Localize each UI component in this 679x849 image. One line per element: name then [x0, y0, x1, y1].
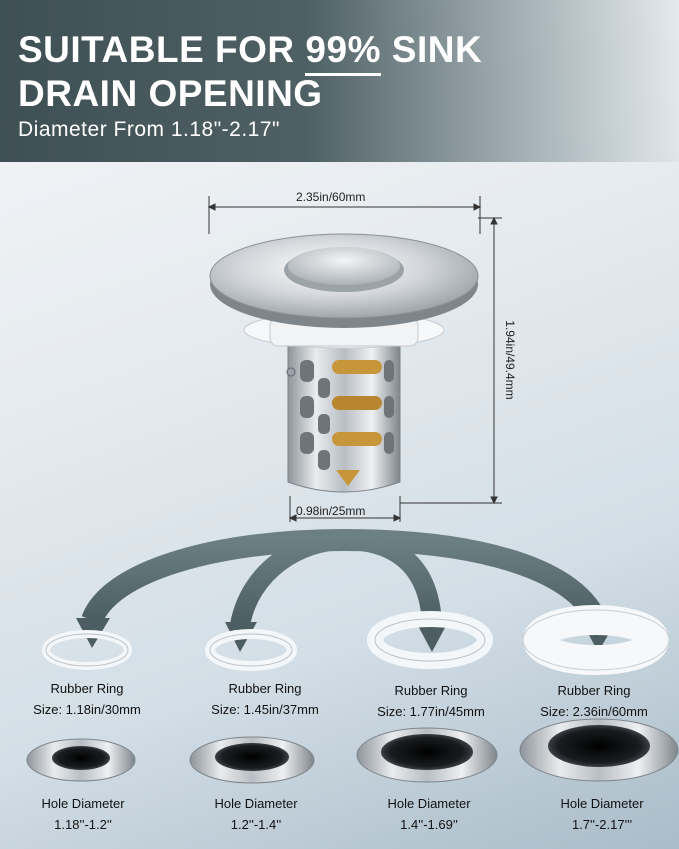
ring-caption-4: Rubber Ring Size: 2.36in/60mm [509, 680, 679, 722]
hole-plates [26, 718, 679, 784]
ring-size: Size: 1.18in/30mm [33, 702, 141, 717]
hole-caption-4: Hole Diameter 1.7''-2.17''' [517, 793, 679, 835]
dimension-height: 1.94in/49.4mm [503, 320, 517, 400]
title-part1: SUITABLE FOR [18, 29, 306, 70]
hole-title: Hole Diameter [387, 796, 471, 811]
dimension-bottom-width: 0.98in/25mm [296, 504, 366, 518]
title-highlight: 99% [305, 29, 381, 76]
strainer-basket [286, 344, 401, 493]
ring-caption-1: Rubber Ring Size: 1.18in/30mm [2, 678, 172, 720]
dimension-lines [207, 196, 502, 522]
title-part2: SINK [380, 29, 483, 70]
page-subtitle: Diameter From 1.18"-2.17" [18, 118, 280, 141]
ring-size: Size: 2.36in/60mm [540, 704, 648, 719]
ring-caption-2: Rubber Ring Size: 1.45in/37mm [180, 678, 350, 720]
ring-size: Size: 1.77in/45mm [377, 704, 485, 719]
hole-title: Hole Diameter [214, 796, 298, 811]
hole-title: Hole Diameter [560, 796, 644, 811]
header-banner [0, 0, 679, 162]
hole-caption-3: Hole Diameter 1.4''-1.69'' [344, 793, 514, 835]
ring-title: Rubber Ring [394, 683, 468, 698]
strainer-cap [209, 233, 479, 328]
ring-title: Rubber Ring [50, 681, 124, 696]
pointing-arrows [81, 529, 609, 630]
ring-title: Rubber Ring [228, 681, 302, 696]
hole-caption-1: Hole Diameter 1.18''-1.2'' [0, 793, 168, 835]
hole-caption-2: Hole Diameter 1.2''-1.4'' [171, 793, 341, 835]
ring-size: Size: 1.45in/37mm [211, 702, 319, 717]
hole-range: 1.7''-2.17''' [571, 817, 633, 832]
hole-range: 1.2''-1.4'' [230, 817, 282, 832]
ring-caption-3: Rubber Ring Size: 1.77in/45mm [346, 680, 516, 722]
hole-title: Hole Diameter [41, 796, 125, 811]
hole-range: 1.4''-1.69'' [400, 817, 458, 832]
dimension-top-width: 2.35in/60mm [296, 190, 366, 204]
title-line2: DRAIN OPENING [18, 73, 323, 114]
ring-title: Rubber Ring [557, 683, 631, 698]
rubber-rings [42, 605, 670, 675]
hole-range: 1.18''-1.2'' [54, 817, 112, 832]
page-title: SUITABLE FOR 99% SINK DRAIN OPENING [18, 28, 482, 116]
